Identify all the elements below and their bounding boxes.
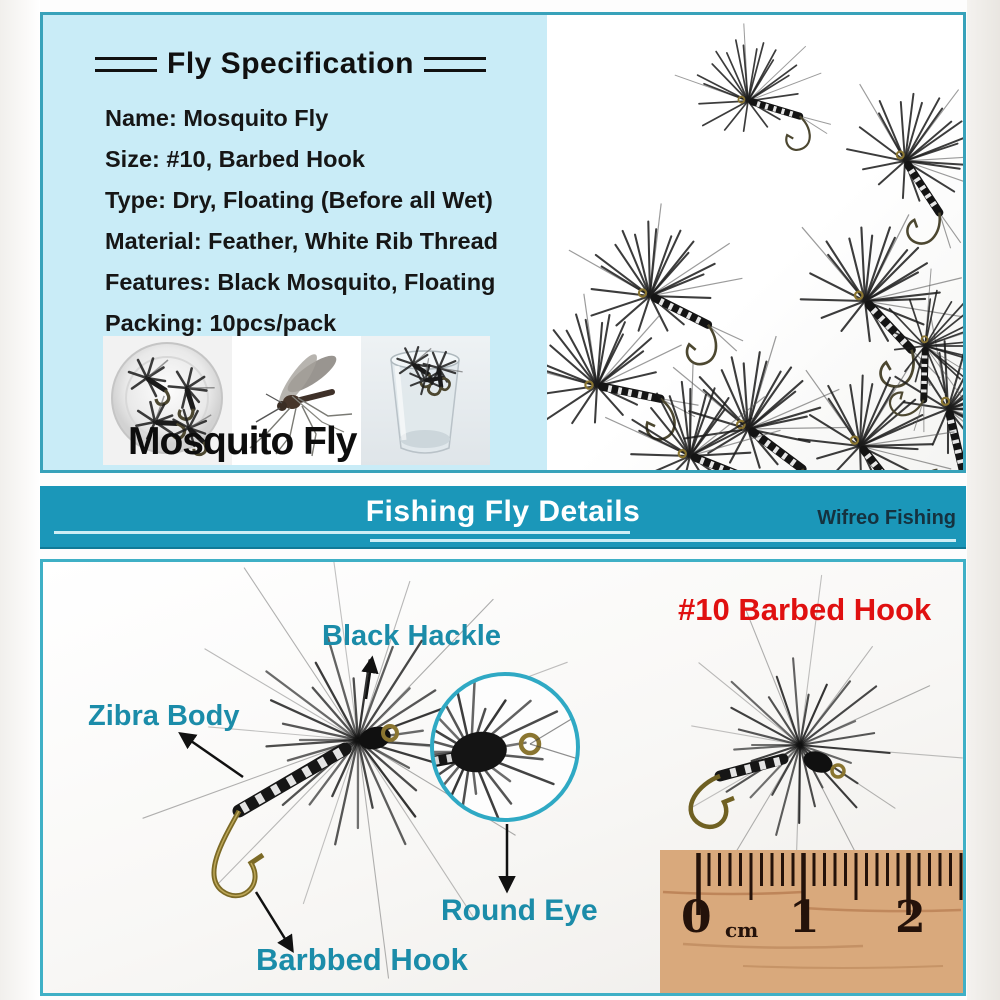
spec-line-type: Type: Dry, Floating (Before all Wet) xyxy=(105,187,493,213)
page-left-margin xyxy=(0,0,40,1000)
spec-line-name: Name: Mosquito Fly xyxy=(105,105,329,131)
inset-circle-content xyxy=(432,674,578,820)
ruler-number-one: 1 xyxy=(789,892,820,943)
band-underline-right xyxy=(370,539,956,542)
mosquito-illustration xyxy=(249,354,353,457)
hook-size-label: #10 Barbed Hook xyxy=(678,592,932,627)
annotation-zibra-body: Zibra Body xyxy=(88,700,240,732)
right-fly-hook xyxy=(688,773,735,830)
brand-text: Wifreo Fishing xyxy=(817,507,956,529)
fly-anatomy-illustration xyxy=(142,562,963,993)
spec-title: Fly Specification xyxy=(167,47,414,80)
thumb-mosquito-photo xyxy=(232,336,361,465)
big-fly-hook-highlight xyxy=(213,810,256,897)
cup-illustration xyxy=(390,336,490,454)
spec-line-material: Material: Feather, White Rib Thread xyxy=(105,228,499,254)
big-fly-eye xyxy=(381,724,399,742)
right-fly-head xyxy=(803,751,833,773)
arrow-to-barbbed-hook-label xyxy=(254,891,294,953)
header-double-line-right xyxy=(423,56,486,72)
details-panel: #10 Barbed Hook Black Hackle Zibra Body … xyxy=(40,559,966,996)
spec-line-packing: Packing: 10pcs/pack xyxy=(105,310,337,336)
arrow-to-black-hackle-label xyxy=(361,655,379,700)
big-fly-body-rib xyxy=(239,747,344,814)
spec-line-size: Size: #10, Barbed Hook xyxy=(105,146,365,172)
thumb-flies-in-dish-photo xyxy=(103,336,232,465)
ruler-ticks xyxy=(696,853,963,915)
spec-line-features: Features: Black Mosquito, Floating xyxy=(105,269,496,295)
thumb-caption: Mosquito Fly xyxy=(128,420,357,463)
annotation-round-eye: Round Eye xyxy=(441,894,598,927)
dish-illustration xyxy=(111,342,223,465)
big-fly-hook xyxy=(211,809,265,899)
arrow-to-zibra-body-label xyxy=(178,732,244,779)
details-band: Fishing Fly Details Wifreo Fishing xyxy=(40,486,966,549)
inset-circle-border xyxy=(430,672,580,822)
thumbnail-strip xyxy=(103,336,490,465)
page-right-margin xyxy=(967,0,1000,1000)
spec-panel: Fly Specification Name: Mosquito Fly Siz… xyxy=(40,12,966,473)
band-title: Fishing Fly Details xyxy=(365,495,641,528)
header-double-line-left xyxy=(95,56,157,72)
right-fly-eye xyxy=(830,763,846,779)
ruler-number-zero: 0 xyxy=(681,892,712,943)
flies-group-illustration xyxy=(547,15,963,470)
band-underline-left xyxy=(54,531,630,534)
spec-header: Fly Specification xyxy=(95,47,486,81)
spec-lines: Name: Mosquito Fly Size: #10, Barbed Hoo… xyxy=(105,105,498,351)
thumb-flies-in-cup-photo xyxy=(361,336,490,465)
ruler-illustration xyxy=(660,850,963,993)
flies-group-photo xyxy=(547,15,963,470)
ruler-number-two: 2 xyxy=(895,892,926,943)
right-fly-body-rib xyxy=(721,756,782,780)
ruler-unit-cm: cm xyxy=(725,918,759,942)
annotation-black-hackle: Black Hackle xyxy=(322,620,501,652)
annotation-barbbed-hook: Barbbed Hook xyxy=(256,942,468,977)
